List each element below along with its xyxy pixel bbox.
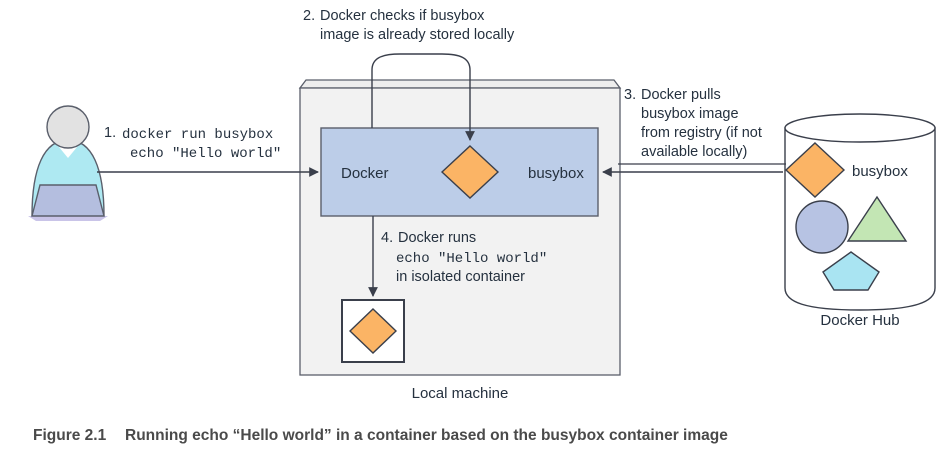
docker-hub-label: Docker Hub <box>820 312 899 329</box>
cylinder-top <box>784 113 936 143</box>
callout-step-3-line-4: available locally) <box>641 144 747 160</box>
callout-step-2-line-2: image is already stored locally <box>320 27 515 43</box>
registry-busybox-diamond <box>784 142 846 198</box>
callout-step-4-number: 4. <box>381 230 393 246</box>
callout-step-3: 3. Docker pulls busybox image from regis… <box>624 87 762 160</box>
container-image-diamond <box>348 308 398 354</box>
laptop <box>31 184 105 217</box>
user-person <box>28 105 108 221</box>
callout-step-2-number: 2. <box>303 8 315 24</box>
callout-step-3-line-2: busybox image <box>641 106 739 122</box>
busybox-image-diamond <box>440 145 500 199</box>
local-machine-label: Local machine <box>412 385 509 402</box>
docker-hub-registry: busybox Docker Hub <box>784 113 936 329</box>
registry-busybox-label: busybox <box>852 163 908 180</box>
callout-step-4-line-2: echo "Hello world" <box>396 251 547 267</box>
person-head <box>46 105 90 149</box>
callout-step-4-line-3: in isolated container <box>396 269 525 285</box>
isolated-container <box>341 299 405 363</box>
registry-circle-image <box>795 200 849 254</box>
callout-step-2-line-1: Docker checks if busybox <box>320 8 485 24</box>
local-machine-top-face <box>298 79 622 89</box>
callout-step-1-number: 1. <box>104 125 116 141</box>
figure-caption-body: Running echo “Hello world” in a containe… <box>125 427 728 444</box>
arrow-local-image-check-loop <box>371 53 475 141</box>
registry-triangle-image <box>846 195 908 242</box>
figure-caption: Figure 2.1 Running echo “Hello world” in… <box>33 427 728 444</box>
laptop-shadow <box>28 216 108 221</box>
callout-step-4-line-1: Docker runs <box>398 230 476 246</box>
docker-box: Docker busybox <box>320 127 599 217</box>
docker-busybox-label: busybox <box>528 165 584 182</box>
callout-step-1-line-2: echo "Hello world" <box>130 146 281 162</box>
figure-caption-label: Figure 2.1 <box>33 427 107 444</box>
callout-step-3-number: 3. <box>624 87 636 103</box>
registry-pentagon-image <box>822 251 880 291</box>
callout-step-3-line-1: Docker pulls <box>641 87 721 103</box>
callout-step-1: 1. docker run busybox echo "Hello world" <box>104 125 281 162</box>
docker-box-label: Docker <box>341 165 389 182</box>
callout-step-1-line-1: docker run busybox <box>122 127 273 143</box>
callout-step-2: 2. Docker checks if busybox image is alr… <box>303 8 515 43</box>
callout-step-4: 4. Docker runs echo "Hello world" in iso… <box>381 230 547 285</box>
callout-step-3-line-3: from registry (if not <box>641 125 762 141</box>
